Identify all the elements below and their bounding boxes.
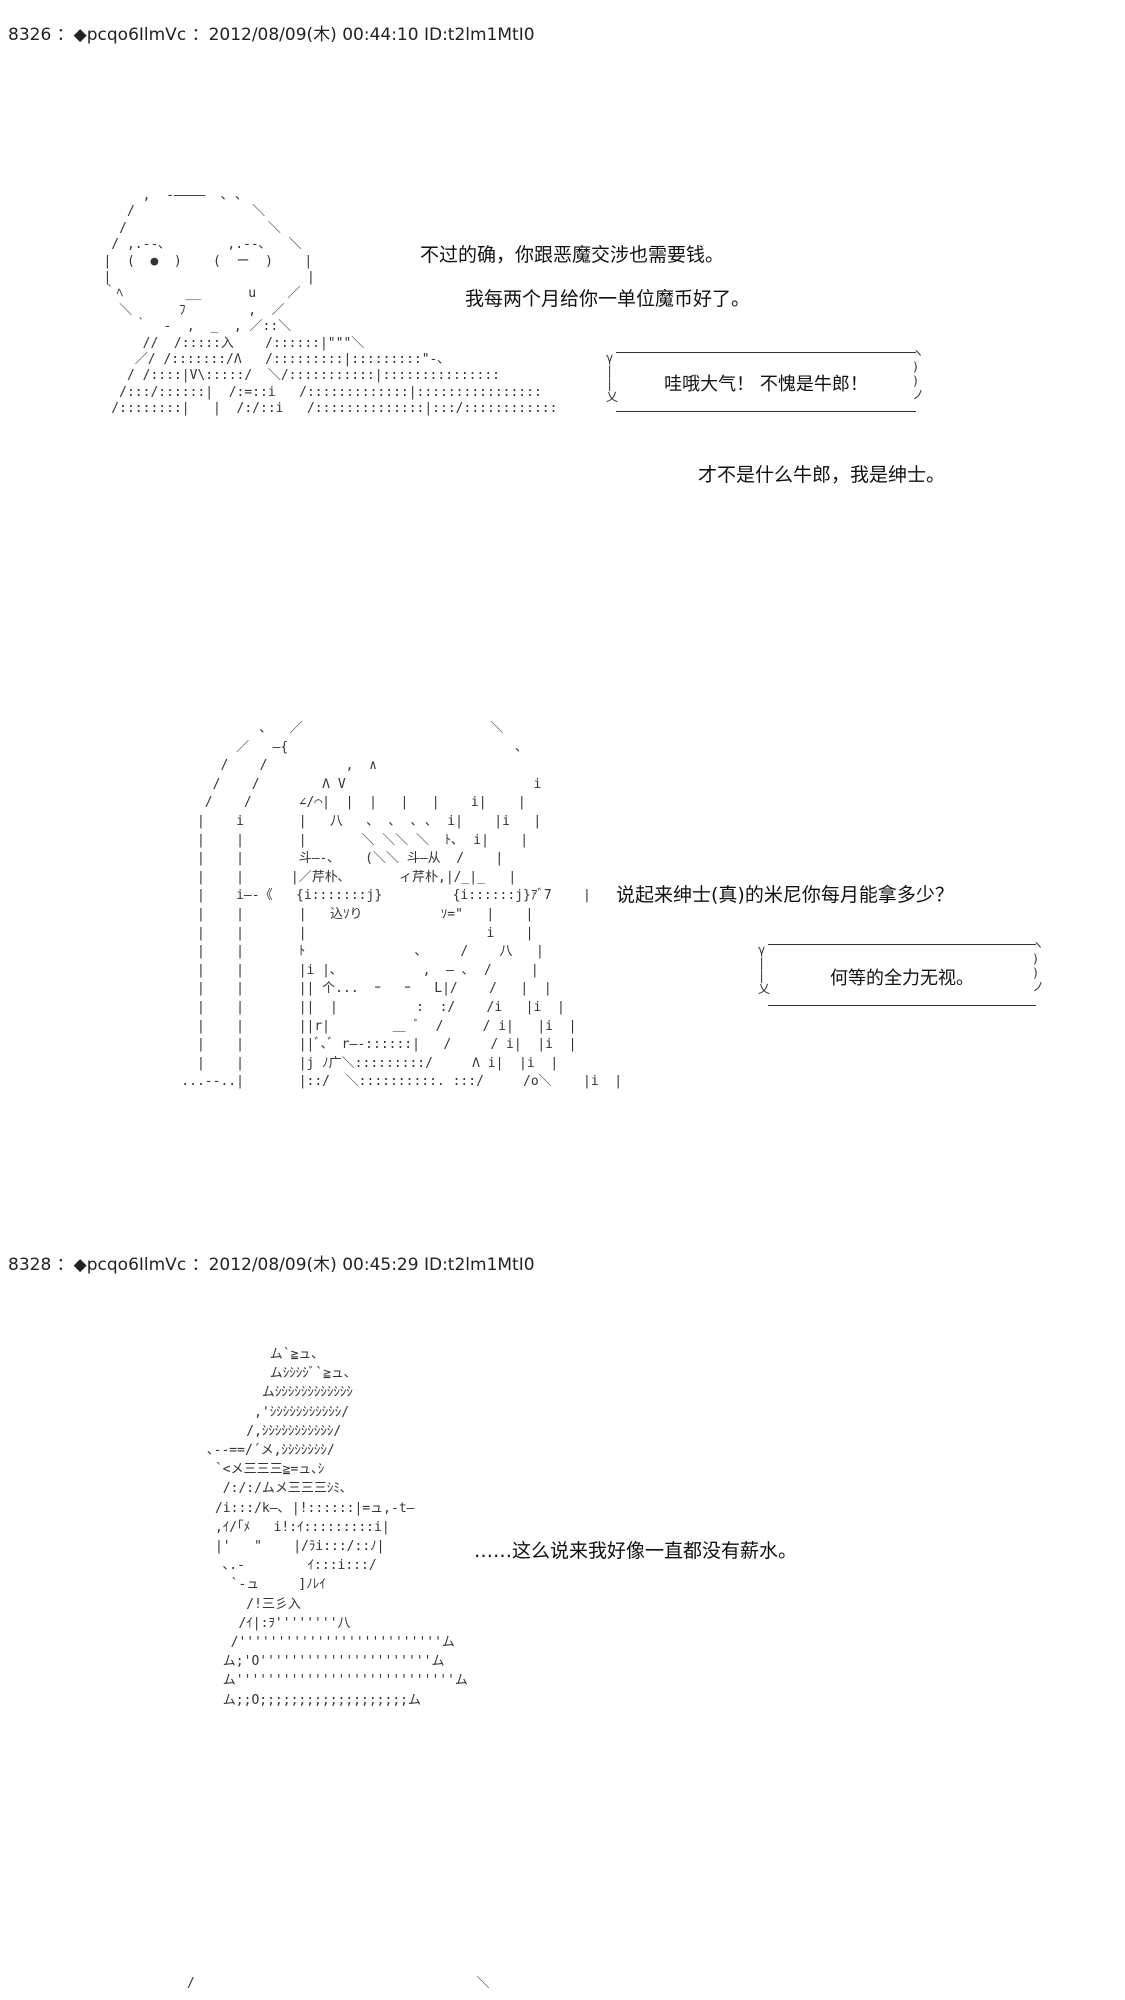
bubble-border-left: γ||乂	[758, 943, 771, 996]
bubble-border-left: γ||乂	[606, 351, 619, 404]
post-header: 8326 ：◆pcqo6IlmVc ：2012/08/09(木) 00:44:1…	[8, 25, 535, 45]
bubble-border-right: ヽ))ノ	[912, 346, 925, 402]
bubble-border-bottom	[768, 1005, 1036, 1006]
dialogue-line: ……这么说来我好像一直都没有薪水。	[474, 1540, 798, 1562]
dialogue-line: 说起来绅士(真)的米尼你每月能拿多少？	[616, 884, 954, 906]
ascii-art-girl: ､ ／ ＼ ／ ―{ ､ / / , ∧ / / Λ V i / / ∠/⌒| …	[181, 721, 623, 1090]
speech-bubble: γ||乂 ヽ))ノ 哇哦大气！ 不愧是牛郎！	[606, 346, 926, 412]
bubble-text: 哇哦大气！ 不愧是牛郎！	[664, 374, 868, 395]
ascii-art-hat-figure: ム`≧ュ､ ムｼｼｼｼﾞ`≧ュ､ ムｼｼｼｼｼｼｼｼｼｼｼｼ ,'ｼｼｼｼｼｼｼ…	[207, 1347, 468, 1708]
bubble-border-top	[768, 944, 1036, 945]
bubble-border-right: ヽ))ノ	[1032, 938, 1045, 994]
dialogue-line: 才不是什么牛郎，我是绅士。	[698, 464, 946, 486]
bubble-border-top	[616, 352, 916, 353]
speech-bubble: γ||乂 ヽ))ノ 何等的全力无视。	[758, 938, 1046, 1006]
ascii-art-boy: , ‐―――― ､ ､ / ＼ / ＼ / ,.‐-､ ,.‐-､ ＼ | ( …	[103, 188, 558, 417]
bubble-text: 何等的全力无视。	[830, 968, 974, 989]
ascii-art-partial: / ＼	[186, 1976, 490, 1991]
dialogue-line: 我每两个月给你一单位魔币好了。	[465, 288, 751, 310]
post-header: 8328 ：◆pcqo6IlmVc ：2012/08/09(木) 00:45:2…	[8, 1255, 535, 1275]
bubble-border-bottom	[616, 411, 916, 412]
dialogue-line: 不过的确，你跟恶魔交涉也需要钱。	[420, 244, 725, 266]
